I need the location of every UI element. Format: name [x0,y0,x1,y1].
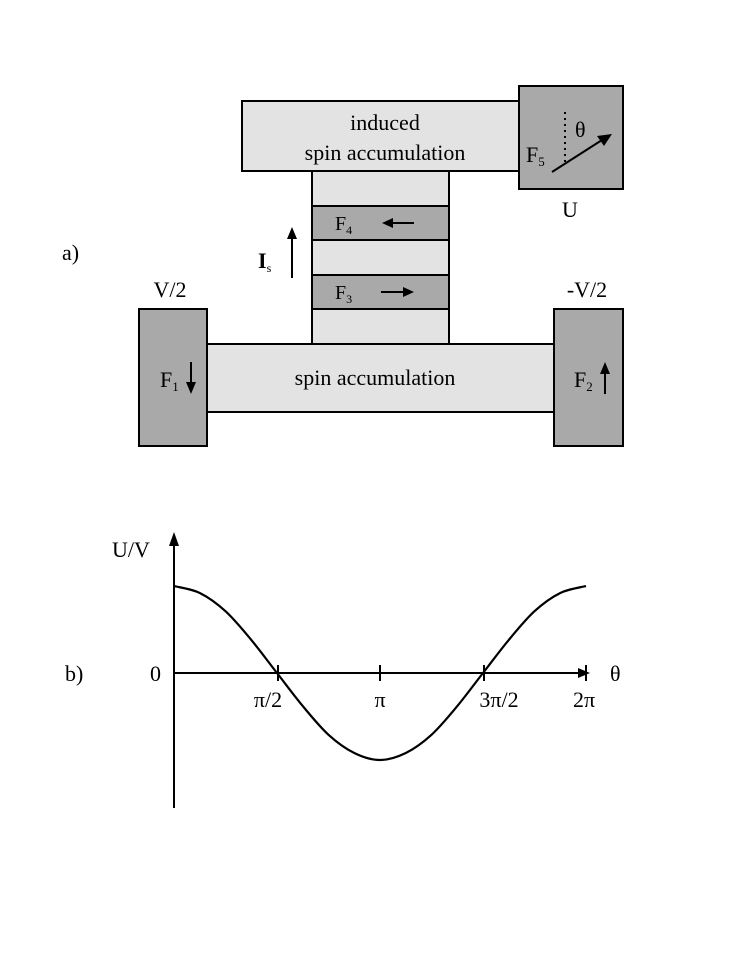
left-voltage-label: V/2 [154,277,187,302]
y-axis-label: U/V [112,537,150,562]
right-voltage-label: -V/2 [567,277,607,302]
zero-label: 0 [150,661,161,686]
f1-arrow-head [186,382,196,394]
f3-label: F3 [335,282,352,306]
spin-accumulation-label: spin accumulation [295,365,456,390]
f4-arrow-head [382,218,393,228]
f5-magnetization-arrow [551,139,603,173]
f5-label: F5 [526,142,545,169]
tick-label-three-pi-half: 3π/2 [479,687,518,712]
induced-label-line1: induced [350,110,420,135]
tick-label-two-pi: 2π [573,687,595,712]
f3-arrow-head [403,287,414,297]
vertical-channel [311,170,450,345]
f5-arrow-head [597,134,612,146]
spin-accumulation-channel [206,343,555,413]
f2-arrow-head [600,362,610,374]
f2-block [553,308,624,447]
data-series-line [173,584,587,762]
panel-b-label: b) [65,661,83,686]
tick-label-pi-half: π/2 [254,687,282,712]
induced-label-line2: spin accumulation [305,140,466,165]
x-axis-label: θ [610,661,621,686]
cosine-chart: U/V θ 0 π/2 π 3π/2 2π [112,532,621,808]
x-axis-arrow-head [578,668,590,678]
y-axis-arrow-head [169,532,179,546]
panel-a-label: a) [62,240,79,265]
f4-label: F4 [335,213,352,237]
f1-block [138,308,208,447]
spin-current-label: Is [258,248,272,275]
f1-label: F1 [160,367,179,394]
induced-spin-accumulation-block [241,100,520,172]
f3-layer [311,274,450,310]
spin-current-arrow-head [287,227,297,239]
tick-label-pi: π [374,687,385,712]
theta-angle-label: θ [575,117,586,142]
f5-voltage-label: U [562,197,578,222]
f2-label: F2 [574,367,593,394]
f4-layer [311,205,450,241]
